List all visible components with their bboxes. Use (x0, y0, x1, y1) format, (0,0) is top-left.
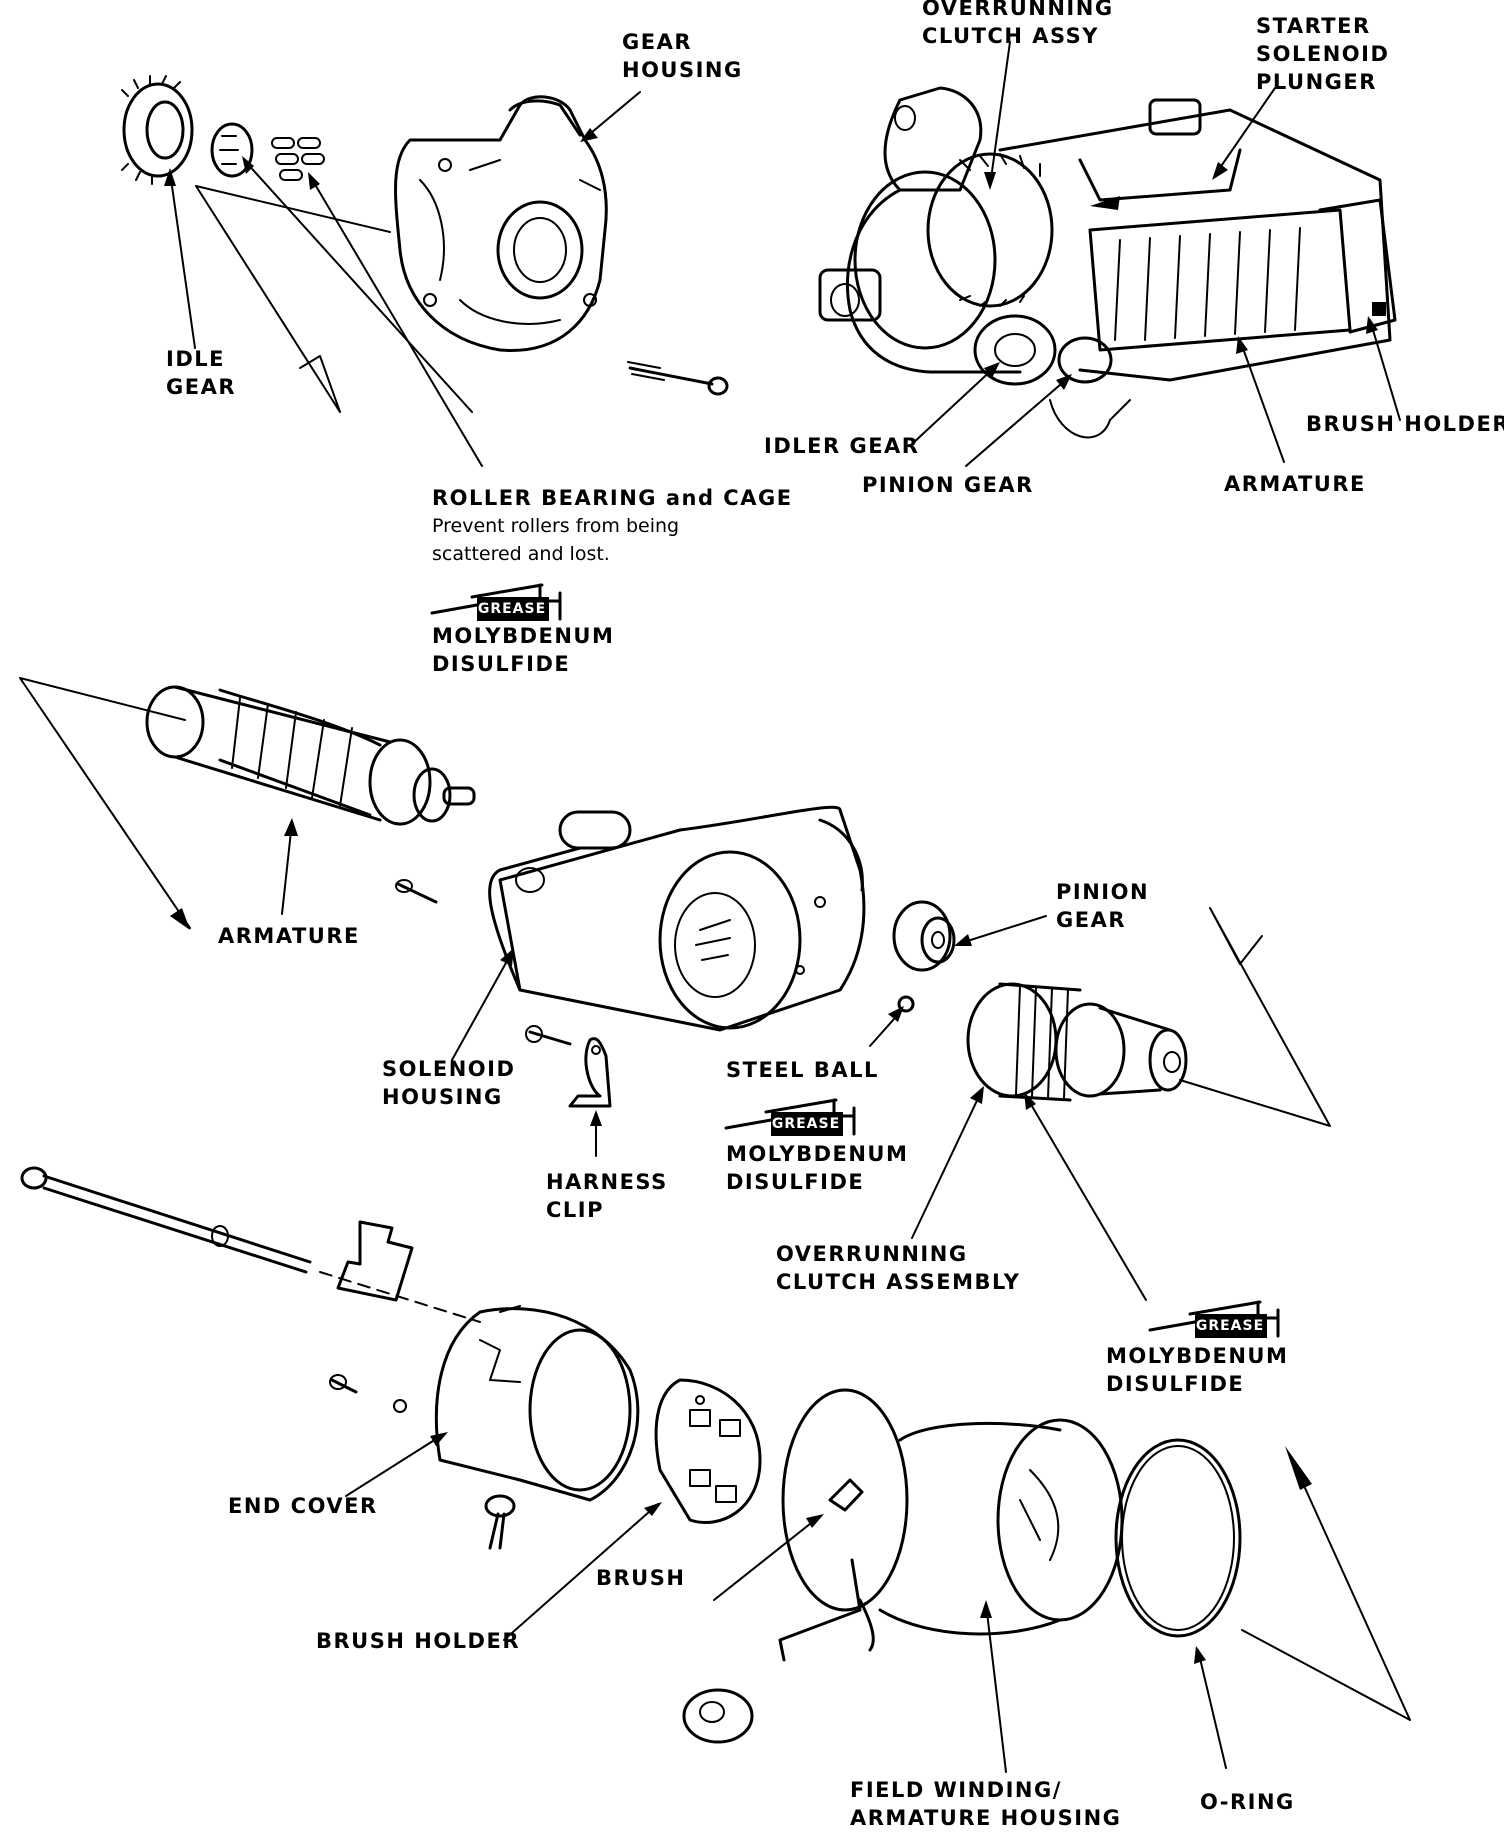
assembled-starter-part (818, 86, 1397, 439)
terminal-cap-part (682, 1688, 754, 1744)
field-winding-housing-part (778, 1388, 1124, 1662)
armature-part (145, 685, 476, 826)
o-ring-part (1114, 1438, 1242, 1638)
roller-cage-part (210, 122, 254, 178)
brush-holder-part (654, 1378, 762, 1524)
grease-tag-2: GREASE (772, 1116, 840, 1132)
label-pinion-gear-top: PINION GEAR (862, 473, 1034, 497)
idle-gear-part (121, 75, 194, 185)
label-armature-mid: ARMATURE (218, 924, 360, 948)
end-cover-bracket-part (336, 1220, 414, 1302)
label-idler-gear: IDLER GEAR (764, 434, 920, 458)
label-o-ring: O-RING (1200, 1790, 1295, 1814)
label-brush-holder-top: BRUSH HOLDER (1306, 412, 1504, 436)
steel-ball-part (897, 995, 915, 1013)
harness-clip-part (525, 1025, 612, 1108)
overrunning-clutch-part (966, 982, 1188, 1102)
brush-part (484, 1494, 516, 1550)
grease-gun-icon (1148, 1300, 1280, 1338)
label-field-winding-armature-housing: FIELD WINDING/ARMATURE HOUSING (850, 1778, 1122, 1830)
end-cover-part (434, 1305, 640, 1502)
bolt-part (627, 361, 729, 396)
through-bolt-part (20, 1166, 481, 1323)
screw-part (329, 1374, 407, 1413)
label-brush: BRUSH (596, 1566, 686, 1590)
solenoid-housing-part (488, 805, 866, 1032)
label-end-cover: END COVER (228, 1494, 378, 1518)
pinion-gear-part (892, 900, 956, 972)
grease-gun-icon (724, 1098, 856, 1136)
grease-gun-icon (430, 583, 562, 621)
rollers-part (271, 137, 325, 181)
label-steel-ball: STEEL BALL (726, 1058, 879, 1082)
gear-housing-part (394, 95, 608, 352)
label-brush-holder-bottom: BRUSH HOLDER (316, 1629, 520, 1653)
grease-tag-3: GREASE (1196, 1318, 1264, 1334)
label-armature-top: ARMATURE (1224, 472, 1366, 496)
small-pin-part (395, 879, 438, 904)
label-roller-bearing: ROLLER BEARING and CAGE (432, 486, 793, 510)
grease-tag-1: GREASE (478, 601, 546, 617)
